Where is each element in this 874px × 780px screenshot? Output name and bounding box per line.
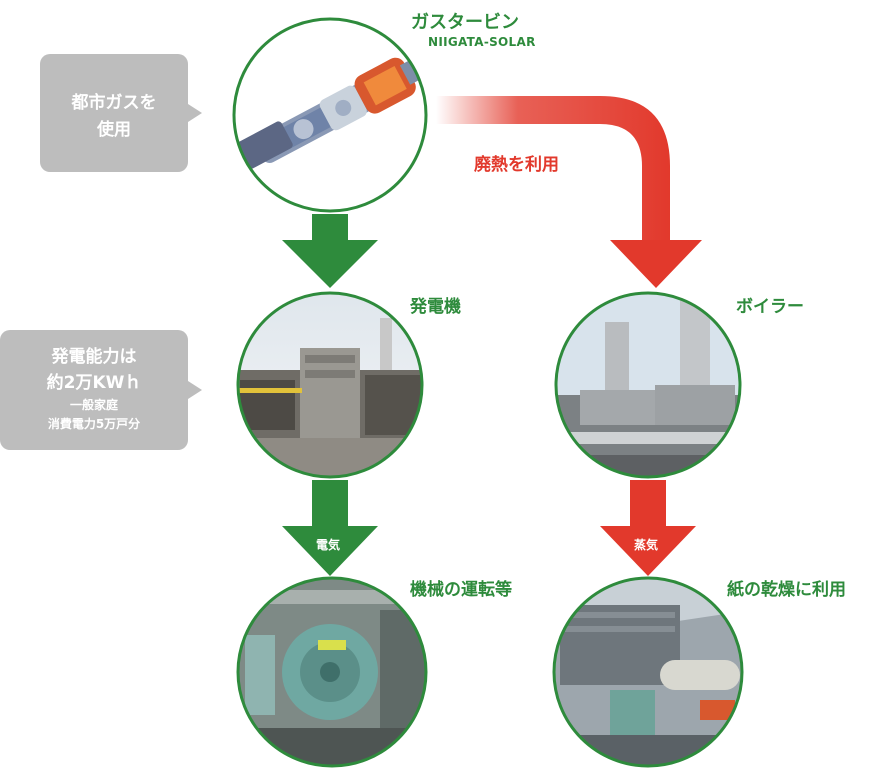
gas-turbine-image xyxy=(232,17,428,213)
gas-turbine-label: ガスタービン xyxy=(411,12,519,33)
steam-label: 蒸気 xyxy=(634,538,659,552)
waste-heat-arrow xyxy=(436,96,702,288)
machinery-image xyxy=(236,576,428,768)
waste-heat-label: 廃熱を利用 xyxy=(474,155,559,175)
turbine-to-generator-arrow xyxy=(282,214,378,288)
gas-turbine-sublabel: NIIGATA-SOLAR xyxy=(428,35,536,49)
steam-arrow xyxy=(600,480,696,576)
machinery-label: 機械の運転等 xyxy=(410,580,512,600)
gas-callout-line1: 都市ガスを xyxy=(71,93,157,113)
capacity-callout-line4: 消費電力5万戸分 xyxy=(47,417,141,431)
electricity-arrow xyxy=(282,480,378,576)
capacity-callout-line3: 一般家庭 xyxy=(69,398,118,412)
capacity-callout-line2: 約2万KWｈ xyxy=(46,373,142,393)
generator-label: 発電機 xyxy=(410,297,461,317)
gas-callout-line2: 使用 xyxy=(97,120,131,140)
paper-machine-image xyxy=(552,576,744,768)
gas-callout: 都市ガスを 使用 xyxy=(40,54,202,172)
electricity-label: 電気 xyxy=(316,538,341,552)
capacity-callout: 発電能力は 約2万KWｈ 一般家庭 消費電力5万戸分 xyxy=(0,330,202,450)
capacity-callout-line1: 発電能力は xyxy=(51,347,137,367)
generator-image xyxy=(236,291,424,479)
paper-drying-label: 紙の乾燥に利用 xyxy=(727,580,846,600)
boiler-label: ボイラー xyxy=(736,297,804,317)
boiler-image xyxy=(554,291,742,479)
